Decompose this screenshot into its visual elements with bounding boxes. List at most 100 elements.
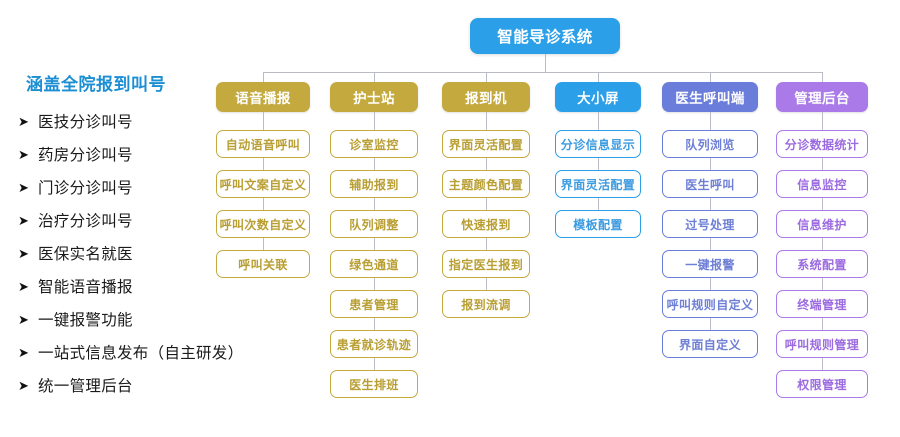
item-connector xyxy=(486,198,487,210)
column-item[interactable]: 呼叫规则自定义 xyxy=(662,290,758,318)
column-item[interactable]: 分诊信息显示 xyxy=(555,130,641,158)
bullet-arrow-icon: ➤ xyxy=(18,345,29,360)
column-item[interactable]: 呼叫规则管理 xyxy=(776,330,868,358)
item-connector xyxy=(374,358,375,370)
item-connector xyxy=(486,158,487,170)
column-item[interactable]: 绿色通道 xyxy=(330,250,418,278)
column-item[interactable]: 患者管理 xyxy=(330,290,418,318)
column-header-5[interactable]: 医生呼叫端 xyxy=(662,82,758,112)
sidebar-list-item: ➤门诊分诊叫号 xyxy=(18,170,318,203)
column-item[interactable]: 界面自定义 xyxy=(662,330,758,358)
column-item[interactable]: 界面灵活配置 xyxy=(442,130,530,158)
bullet-arrow-icon: ➤ xyxy=(18,279,29,294)
bullet-arrow-icon: ➤ xyxy=(18,378,29,393)
item-connector xyxy=(374,238,375,250)
item-connector xyxy=(822,318,823,330)
column-item[interactable]: 信息监控 xyxy=(776,170,868,198)
column-item[interactable]: 分诊数据统计 xyxy=(776,130,868,158)
column-item[interactable]: 医生呼叫 xyxy=(662,170,758,198)
item-connector xyxy=(486,238,487,250)
bullet-arrow-icon: ➤ xyxy=(18,312,29,327)
sidebar-list-item: ➤ 一站式信息发布（自主研发） xyxy=(18,335,318,368)
column-item[interactable]: 队列调整 xyxy=(330,210,418,238)
root-stem xyxy=(545,54,546,72)
item-connector xyxy=(374,278,375,290)
item-connector xyxy=(374,198,375,210)
column-item[interactable]: 呼叫关联 xyxy=(216,250,310,278)
column-item[interactable]: 信息维护 xyxy=(776,210,868,238)
sidebar-item-label: 药房分诊叫号 xyxy=(38,146,133,164)
column-item[interactable]: 呼叫次数自定义 xyxy=(216,210,310,238)
item-connector xyxy=(374,158,375,170)
column-item[interactable]: 权限管理 xyxy=(776,370,868,398)
column-item[interactable]: 模板配置 xyxy=(555,210,641,238)
column-item[interactable]: 快速报到 xyxy=(442,210,530,238)
header-to-item-connector xyxy=(486,112,487,130)
column-item[interactable]: 主题颜色配置 xyxy=(442,170,530,198)
item-connector xyxy=(822,238,823,250)
column-header-2[interactable]: 护士站 xyxy=(330,82,418,112)
branch-drop xyxy=(263,72,264,82)
sidebar-list-item: ➤医保实名就医 xyxy=(18,236,318,269)
item-connector xyxy=(263,238,264,250)
item-connector xyxy=(822,358,823,370)
item-connector xyxy=(710,278,711,290)
column-item[interactable]: 患者就诊轨迹 xyxy=(330,330,418,358)
header-to-item-connector xyxy=(263,112,264,130)
column-item[interactable]: 辅助报到 xyxy=(330,170,418,198)
column-header-6[interactable]: 管理后台 xyxy=(776,82,868,112)
column-item[interactable]: 医生排班 xyxy=(330,370,418,398)
sidebar-list-item: ➤ 智能语音播报 xyxy=(18,269,318,302)
sidebar-list-item: ➤ 治疗分诊叫号 xyxy=(18,203,318,236)
item-connector xyxy=(374,318,375,330)
column-item[interactable]: 自动语音呼叫 xyxy=(216,130,310,158)
branch-drop xyxy=(822,72,823,82)
bullet-arrow-icon: ➤ xyxy=(18,114,29,129)
column-header-3[interactable]: 报到机 xyxy=(442,82,530,112)
column-item[interactable]: 系统配置 xyxy=(776,250,868,278)
bus-line xyxy=(263,72,822,73)
item-connector xyxy=(822,158,823,170)
column-header-4[interactable]: 大小屏 xyxy=(555,82,641,112)
sidebar-item-label: 一键报警功能 xyxy=(38,311,133,329)
bullet-arrow-icon: ➤ xyxy=(18,147,29,162)
item-connector xyxy=(710,198,711,210)
item-connector xyxy=(710,238,711,250)
column-item[interactable]: 界面灵活配置 xyxy=(555,170,641,198)
sidebar-title: 涵盖全院报到叫号 xyxy=(26,75,166,94)
item-connector xyxy=(822,198,823,210)
column-item[interactable]: 报到流调 xyxy=(442,290,530,318)
sidebar-item-list: ➤医技分诊叫号➤药房分诊叫号➤门诊分诊叫号➤治疗分诊叫号➤医保实名就医➤智能语音… xyxy=(18,104,318,401)
column-item[interactable]: 呼叫文案自定义 xyxy=(216,170,310,198)
column-item[interactable]: 诊室监控 xyxy=(330,130,418,158)
item-connector xyxy=(822,278,823,290)
column-header-1[interactable]: 语音播报 xyxy=(216,82,310,112)
sidebar-item-label: 治疗分诊叫号 xyxy=(38,212,133,230)
branch-drop xyxy=(374,72,375,82)
sidebar-list-item: ➤ 统一管理后台 xyxy=(18,368,318,401)
sidebar-list-item: ➤ 一键报警功能 xyxy=(18,302,318,335)
sidebar-list-item: ➤医技分诊叫号 xyxy=(18,104,318,137)
branch-drop xyxy=(598,72,599,82)
bullet-arrow-icon: ➤ xyxy=(18,213,29,228)
header-to-item-connector xyxy=(822,112,823,130)
column-item[interactable]: 队列浏览 xyxy=(662,130,758,158)
header-to-item-connector xyxy=(598,112,599,130)
column-item[interactable]: 指定医生报到 xyxy=(442,250,530,278)
sidebar-list-item: ➤ 药房分诊叫号 xyxy=(18,137,318,170)
item-connector xyxy=(598,198,599,210)
column-item[interactable]: 一键报警 xyxy=(662,250,758,278)
sidebar-item-label: 门诊分诊叫号 xyxy=(38,179,133,197)
sidebar-item-label: 医保实名就医 xyxy=(38,245,133,263)
sidebar-item-label: 统一管理后台 xyxy=(38,377,133,395)
sidebar-item-label: 一站式信息发布（自主研发） xyxy=(38,344,244,362)
column-item[interactable]: 终端管理 xyxy=(776,290,868,318)
column-item[interactable]: 过号处理 xyxy=(662,210,758,238)
item-connector xyxy=(710,158,711,170)
item-connector xyxy=(486,278,487,290)
sidebar-item-label: 智能语音播报 xyxy=(38,278,133,296)
header-to-item-connector xyxy=(710,112,711,130)
item-connector xyxy=(710,318,711,330)
root-node[interactable]: 智能导诊系统 xyxy=(470,18,620,54)
